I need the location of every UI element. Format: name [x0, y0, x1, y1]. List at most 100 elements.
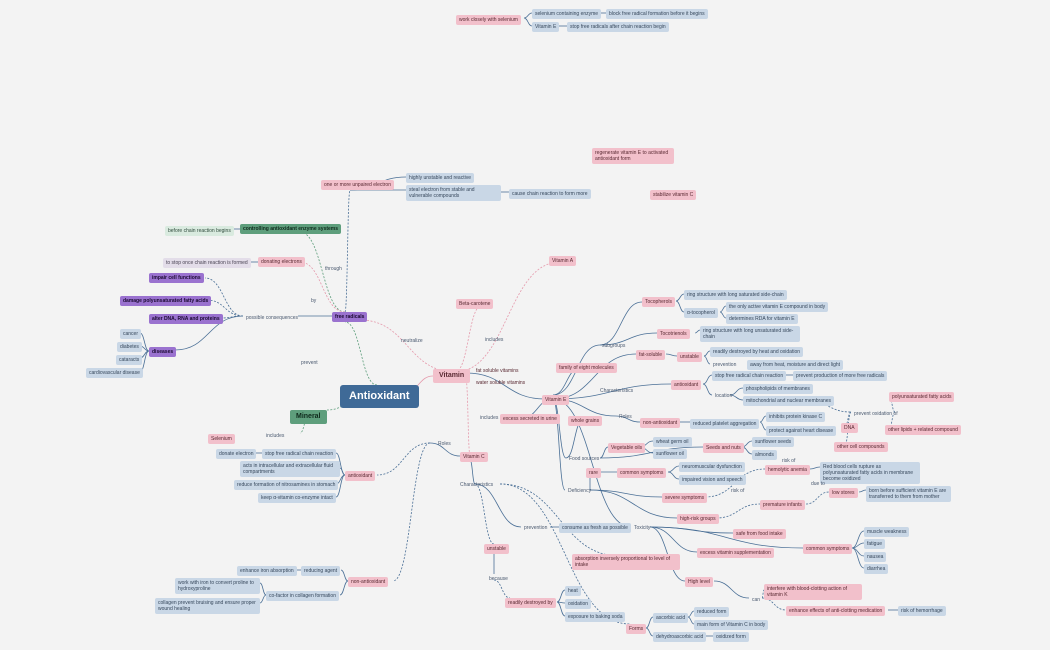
- non-antioxidant-c-node[interactable]: non-antioxidant: [348, 577, 389, 587]
- unstable-c-node[interactable]: unstable: [484, 544, 509, 554]
- block-free-node[interactable]: block free radical formation before it b…: [606, 9, 708, 19]
- donating-electrons-node[interactable]: donating electrons: [258, 257, 305, 267]
- destroyed-heat-node[interactable]: readily destroyed by heat and oxidation: [710, 347, 804, 357]
- selenium-enzyme-node[interactable]: selenium containing enzyme: [532, 9, 602, 19]
- seeds-nuts-node[interactable]: Seeds and nuts: [703, 443, 744, 453]
- chain-reaction-node[interactable]: cause chain reaction to form more: [509, 189, 591, 199]
- premature-infants-node[interactable]: premature infants: [760, 500, 805, 510]
- diseases-node[interactable]: diseases: [149, 347, 177, 357]
- enhance-iron-node[interactable]: enhance iron absorption: [237, 566, 297, 576]
- oxidation-node[interactable]: oxidation: [565, 599, 592, 609]
- diarrhea-node[interactable]: diarrhea: [864, 564, 889, 574]
- phospholipids-node[interactable]: phospholipids of membranes: [743, 384, 813, 394]
- cancer-node[interactable]: cancer: [120, 329, 142, 339]
- low-stores-node[interactable]: low stores: [829, 488, 858, 498]
- fat-soluble-node[interactable]: fat-soluble: [636, 350, 666, 360]
- main-form-node[interactable]: main form of Vitamin C in body: [694, 620, 769, 630]
- pufa-node[interactable]: polyunsaturated fatty acids: [889, 392, 955, 402]
- highly-unstable-node[interactable]: highly unstable and reactive: [406, 173, 474, 183]
- mitochondrial-node[interactable]: mitochondrial and nuclear membranes: [743, 396, 835, 406]
- other-cell-node[interactable]: other cell compounds: [834, 442, 888, 452]
- cofactor-node[interactable]: co-factor in collagen formation: [266, 591, 339, 601]
- vitamin-node[interactable]: Vitamin: [433, 369, 471, 383]
- forms-node[interactable]: Forms: [626, 624, 647, 634]
- impaired-vision-node[interactable]: impaired vision and speech: [679, 475, 746, 485]
- safe-food-node[interactable]: safe from food intake: [733, 529, 786, 539]
- selenium-node[interactable]: Selenium: [208, 434, 235, 444]
- stop-chain-c-node[interactable]: stop free radical chain reaction: [262, 449, 337, 459]
- damage-pufa-node[interactable]: damage polyunsaturated fatty acids: [120, 296, 212, 306]
- central-topic[interactable]: Antioxidant: [340, 385, 419, 408]
- inhibits-kinase-node[interactable]: inhibits protein kinase C: [766, 412, 826, 422]
- reducing-agent-node[interactable]: reducing agent: [301, 566, 341, 576]
- alpha-tocopherol-node[interactable]: α-tocopherol: [684, 308, 718, 318]
- collagen-prevent-node[interactable]: collagen prevent bruising and ensure pro…: [155, 598, 260, 614]
- steal-electron-node[interactable]: steal electron from stable and vulnerabl…: [406, 185, 501, 201]
- readily-destroyed-node[interactable]: readily destroyed by: [505, 598, 556, 608]
- controlling-enzyme-node[interactable]: controlling antioxidant enzyme systems: [240, 224, 342, 234]
- common-symptoms-tox-node[interactable]: common symptoms: [803, 544, 853, 554]
- cardiovascular-node[interactable]: cardiovascular disease: [86, 368, 143, 378]
- vegetable-oils-node[interactable]: Vegetable oils: [608, 443, 646, 453]
- other-lipids-node[interactable]: other lipids + related compound: [885, 425, 961, 435]
- nausea-node[interactable]: nausea: [864, 552, 887, 562]
- sunflower-oil-node[interactable]: sunflower oil: [653, 449, 687, 459]
- consume-fresh-node[interactable]: consume as fresh as possible: [559, 523, 631, 533]
- mineral-node[interactable]: Mineral: [290, 410, 327, 424]
- acts-intra-node[interactable]: acts in intracellular and extracellular …: [240, 461, 340, 477]
- determines-rda-node[interactable]: determines RDA for vitamin E: [726, 314, 798, 324]
- stop-after-node[interactable]: stop free radicals after chain reaction …: [567, 22, 669, 32]
- red-blood-node[interactable]: Red blood cells rupture as polyunsaturat…: [820, 462, 920, 484]
- unstable-e-node[interactable]: unstable: [677, 352, 702, 362]
- stop-chain-e-node[interactable]: stop free radical chain reaction: [712, 371, 787, 381]
- work-closely-selenium-node[interactable]: work closely with selenium: [456, 15, 521, 25]
- excess-secreted-node[interactable]: excess secreted in urine: [500, 414, 560, 424]
- stop-once-node[interactable]: to stop once chain reaction is formed: [163, 258, 251, 268]
- heat-node[interactable]: heat: [565, 586, 581, 596]
- almonds-node[interactable]: almonds: [752, 450, 777, 460]
- ascorbic-node[interactable]: ascorbic acid: [653, 613, 689, 623]
- diabetes-node[interactable]: diabetes: [117, 342, 142, 352]
- tocotrienols-node[interactable]: Tocotrienols: [657, 329, 690, 339]
- enhance-anticlot-node[interactable]: enhance effects of anti-clotting medicat…: [786, 606, 886, 616]
- born-before-node[interactable]: born before sufficient vitamin E are tra…: [866, 486, 951, 502]
- interfere-node[interactable]: interfere with blood-clotting action of …: [764, 584, 862, 600]
- excess-supp-node[interactable]: excess vitamin supplementation: [697, 548, 774, 558]
- hemolytic-anemia-node[interactable]: hemolytic anemia: [765, 465, 810, 475]
- whole-grains-node[interactable]: whole grains: [568, 416, 603, 426]
- neuromuscular-node[interactable]: neuromuscular dysfunction: [679, 462, 745, 472]
- severe-symptoms-node[interactable]: severe symptoms: [662, 493, 708, 503]
- absorption-node[interactable]: absorption inversely proportional to lev…: [572, 554, 680, 570]
- cataracts-node[interactable]: cataracts: [116, 355, 143, 365]
- sunflower-seeds-node[interactable]: sunflower seeds: [752, 437, 795, 447]
- reduced-platelet-node[interactable]: reduced platelet aggregation: [690, 419, 760, 429]
- vitamin-e-small-node[interactable]: Vitamin E: [532, 22, 560, 32]
- antioxidant-c-node[interactable]: antioxidant: [345, 471, 376, 481]
- beta-carotene-node[interactable]: Beta-carotene: [456, 299, 494, 309]
- unpaired-electron-node[interactable]: one or more unpaired electron: [321, 180, 394, 190]
- non-antioxidant-e-node[interactable]: non-antioxidant: [640, 418, 681, 428]
- ring-unsaturated-node[interactable]: ring structure with long unsaturated sid…: [700, 326, 800, 342]
- before-chain-node[interactable]: before chain reaction begins: [165, 226, 234, 236]
- antioxidant-e-node[interactable]: antioxidant: [671, 380, 702, 390]
- alter-dna-node[interactable]: alter DNA, RNA and proteins: [149, 314, 223, 324]
- muscle-weakness-node[interactable]: muscle weakness: [864, 527, 910, 537]
- vitamin-e-node[interactable]: Vitamin E: [542, 395, 570, 405]
- only-active-node[interactable]: the only active vitamin E compound in bo…: [726, 302, 829, 312]
- tocopherols-node[interactable]: Tocopherols: [642, 297, 675, 307]
- protect-heart-node[interactable]: protect against heart disease: [766, 426, 837, 436]
- vitamin-c-node[interactable]: Vitamin C: [460, 452, 488, 462]
- rare-node[interactable]: rare: [586, 468, 601, 478]
- reduced-form-node[interactable]: reduced form: [694, 607, 730, 617]
- work-iron-node[interactable]: work with iron to convert proline to hyd…: [175, 578, 260, 594]
- impair-cell-node[interactable]: impair cell functions: [149, 273, 204, 283]
- common-symptoms-e-node[interactable]: common symptoms: [617, 468, 667, 478]
- regenerate-node[interactable]: regenerate vitamin E to activated antiox…: [592, 148, 674, 164]
- dna-node[interactable]: DNA: [841, 423, 858, 433]
- reduce-nitro-node[interactable]: reduce formation of nitrosamines in stom…: [234, 480, 339, 490]
- keep-e-node[interactable]: keep α-vitamin co-enzyme intact: [258, 493, 336, 503]
- donate-electron-node[interactable]: donate electron: [216, 449, 257, 459]
- wheat-germ-node[interactable]: wheat germ oil: [653, 437, 692, 447]
- high-risk-node[interactable]: high-risk groups: [677, 514, 719, 524]
- exposure-acids-node[interactable]: exposure to baking soda: [565, 612, 626, 622]
